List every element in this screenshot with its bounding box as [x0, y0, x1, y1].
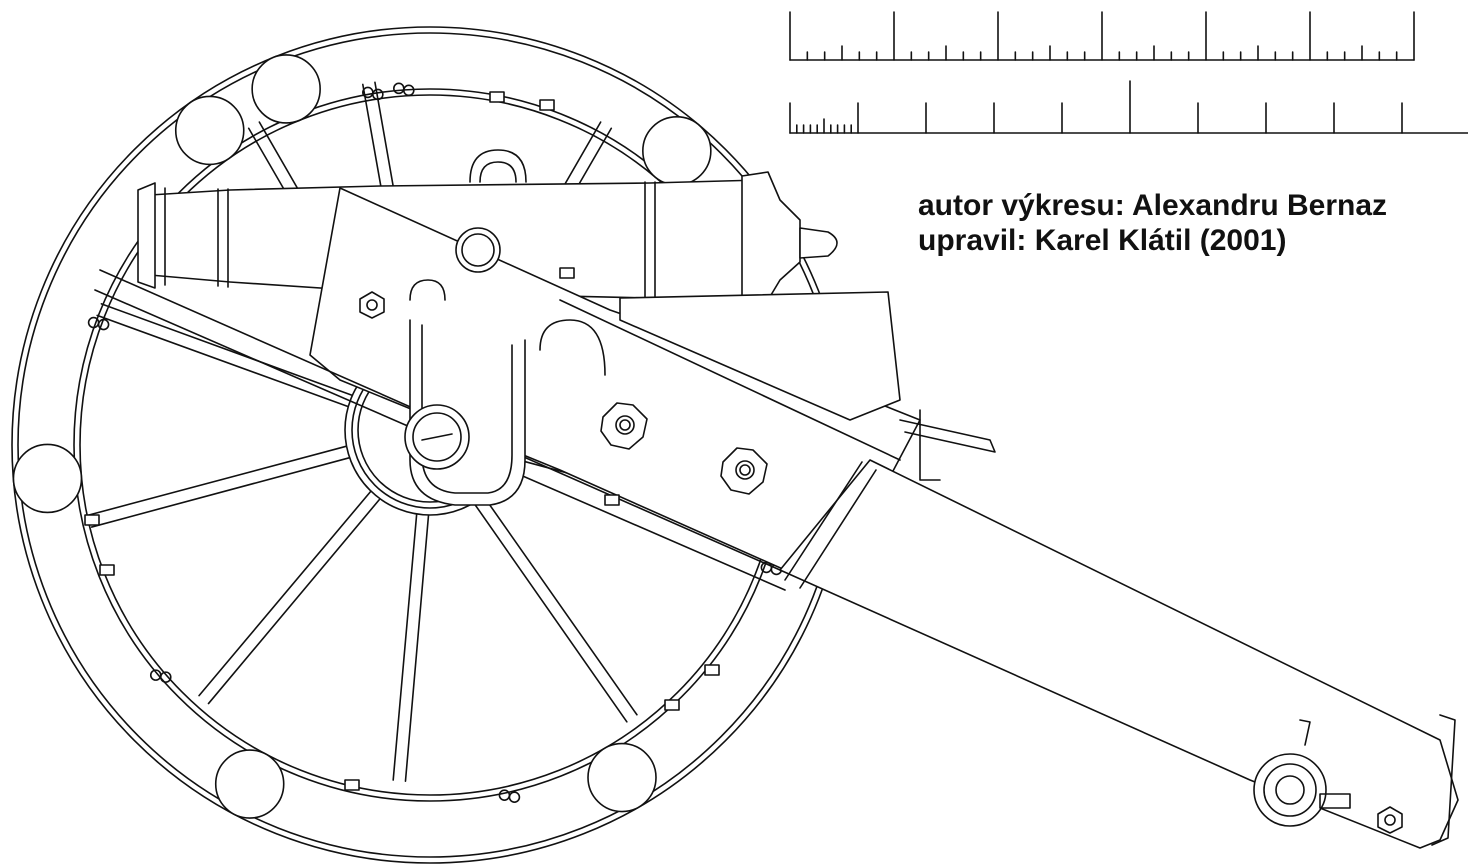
cheek-handle: [539, 319, 606, 376]
hardware-plate: [344, 779, 360, 791]
felloe-joints: [12, 54, 848, 819]
elevating-box: [619, 291, 901, 421]
rim-bolt: [392, 82, 405, 95]
hardware-plate: [84, 514, 100, 526]
wheel-spoke-edge: [207, 497, 381, 705]
trail-beam: [779, 459, 1459, 849]
drawing-editor-credit: upravil: Karel Klátil (2001): [918, 224, 1287, 257]
rim-bolt: [159, 671, 172, 683]
felloe-joint-plate: [642, 116, 712, 186]
felloe-joint-plate: [214, 749, 285, 819]
felloe-joint-plate: [12, 443, 83, 514]
rim-bolt: [498, 789, 511, 801]
rim-bolt: [87, 316, 100, 329]
cheek-handle-2: [409, 279, 446, 301]
axle-cap-slot: [421, 433, 453, 441]
trail-lunette: [1253, 753, 1351, 827]
hardware-plates: [84, 91, 720, 791]
rim-bolt: [97, 318, 110, 331]
hardware-plate: [704, 664, 720, 676]
axle-cap-inner: [412, 412, 462, 462]
wheel-spoke-edge: [198, 490, 372, 697]
wheel-spoke-edge: [90, 456, 351, 528]
trunnion-inner: [461, 233, 495, 267]
wheel-spoke-edge: [87, 445, 348, 516]
felloe-joint-plate: [587, 742, 657, 813]
rim-bolt: [372, 88, 384, 101]
trail-end-bracket: [1299, 714, 1456, 846]
hardware-plate: [99, 564, 115, 576]
rim-bolt: [508, 791, 521, 803]
felloe-joint-plate: [174, 95, 245, 166]
felloe-joint-plate: [251, 54, 321, 124]
hardware-plate: [604, 494, 620, 506]
gun-carriage-trail: [94, 187, 1459, 849]
wheel-spoke-edge: [482, 495, 638, 716]
star-plate-2: [720, 447, 768, 495]
trail-nut: [1377, 806, 1403, 834]
axle-strap-inner: [421, 324, 513, 494]
barrel-dolphin-handle: [469, 149, 527, 183]
hardware-plate: [559, 267, 575, 279]
barrel-breech: [741, 171, 801, 301]
hardware-plate: [664, 699, 680, 711]
scale-bars: [789, 11, 1468, 134]
wheel-spoke-edge: [404, 514, 430, 782]
trail-band-1: [784, 461, 863, 581]
trail-band-2: [799, 469, 877, 589]
wheel-spoke-edge: [392, 513, 418, 781]
hardware-plate: [489, 91, 505, 103]
barrel-cascabel: [799, 227, 838, 259]
hardware-plate: [539, 99, 555, 111]
wheel-spoke-edge: [472, 502, 628, 723]
drawing-author-credit: autor výkresu: Alexandru Bernaz: [918, 189, 1388, 222]
rear-bracket: [899, 409, 996, 481]
barrel-muzzle: [137, 182, 156, 289]
rim-bolt: [402, 84, 415, 97]
star-plate-1: [600, 402, 648, 450]
wheel-spoke-edge: [100, 303, 354, 397]
trail-edge-upper: [559, 299, 901, 461]
nut-cheek: [359, 291, 385, 319]
wheel-spoke-edge: [96, 314, 350, 408]
